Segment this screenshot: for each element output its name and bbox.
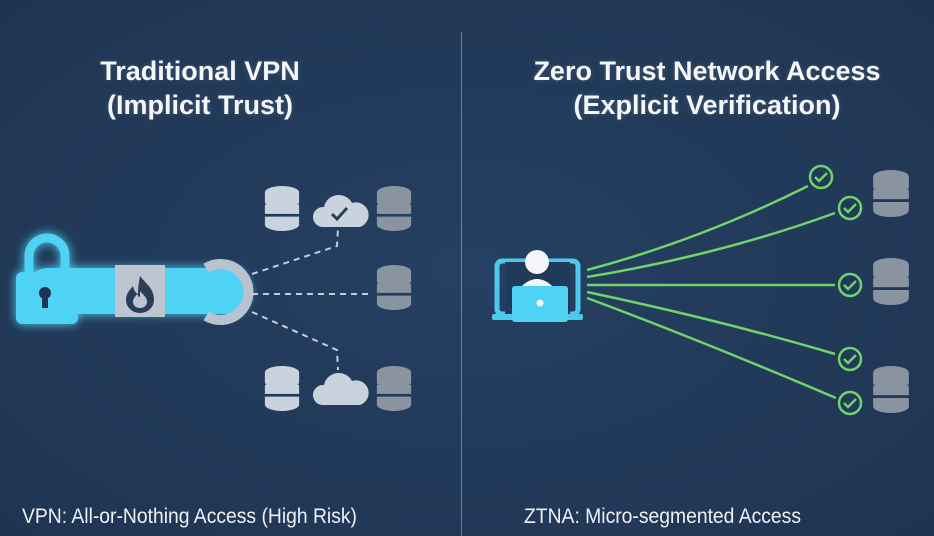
database-icon xyxy=(376,366,412,411)
connection-line xyxy=(586,211,836,279)
ztna-title-line2: (Explicit Verification) xyxy=(573,90,841,120)
verification-checks xyxy=(808,164,863,416)
ztna-title: Zero Trust Network Access (Explicit Veri… xyxy=(480,54,934,122)
vpn-caption: VPN: All-or-Nothing Access (High Risk) xyxy=(22,505,357,528)
user-laptop-icon xyxy=(492,250,583,322)
connection-line xyxy=(586,290,836,356)
vpn-tunnel xyxy=(16,233,254,325)
connection-line xyxy=(586,296,837,400)
firewall-fire-icon xyxy=(115,265,165,317)
tunnel-ring-icon xyxy=(203,259,254,325)
database-icon xyxy=(873,170,909,217)
verified-connections xyxy=(586,184,837,400)
vpn-dashed-links xyxy=(251,227,372,371)
check-circle-icon xyxy=(837,390,863,416)
database-icon xyxy=(873,258,909,305)
cloud-icon xyxy=(312,372,369,405)
check-circle-icon xyxy=(837,272,863,298)
database-icon xyxy=(376,186,412,231)
database-icon xyxy=(264,186,300,231)
vpn-title-line2: (Implicit Trust) xyxy=(106,90,293,120)
check-circle-icon xyxy=(837,346,863,372)
lock-icon xyxy=(16,233,78,324)
left-resources xyxy=(264,186,412,411)
check-circle-icon xyxy=(808,164,834,190)
vpn-title-line1: Traditional VPN xyxy=(100,56,300,86)
database-icon xyxy=(376,265,412,310)
check-circle-icon xyxy=(837,195,863,221)
panel-divider xyxy=(461,32,462,536)
ztna-title-line1: Zero Trust Network Access xyxy=(533,56,881,86)
right-resources xyxy=(873,170,909,413)
database-icon xyxy=(873,366,909,413)
ztna-caption: ZTNA: Micro-segmented Access xyxy=(524,505,802,528)
connection-line xyxy=(586,184,809,272)
database-icon xyxy=(264,366,300,411)
cloud-check-icon xyxy=(312,194,369,227)
vpn-title: Traditional VPN (Implicit Trust) xyxy=(0,54,400,122)
